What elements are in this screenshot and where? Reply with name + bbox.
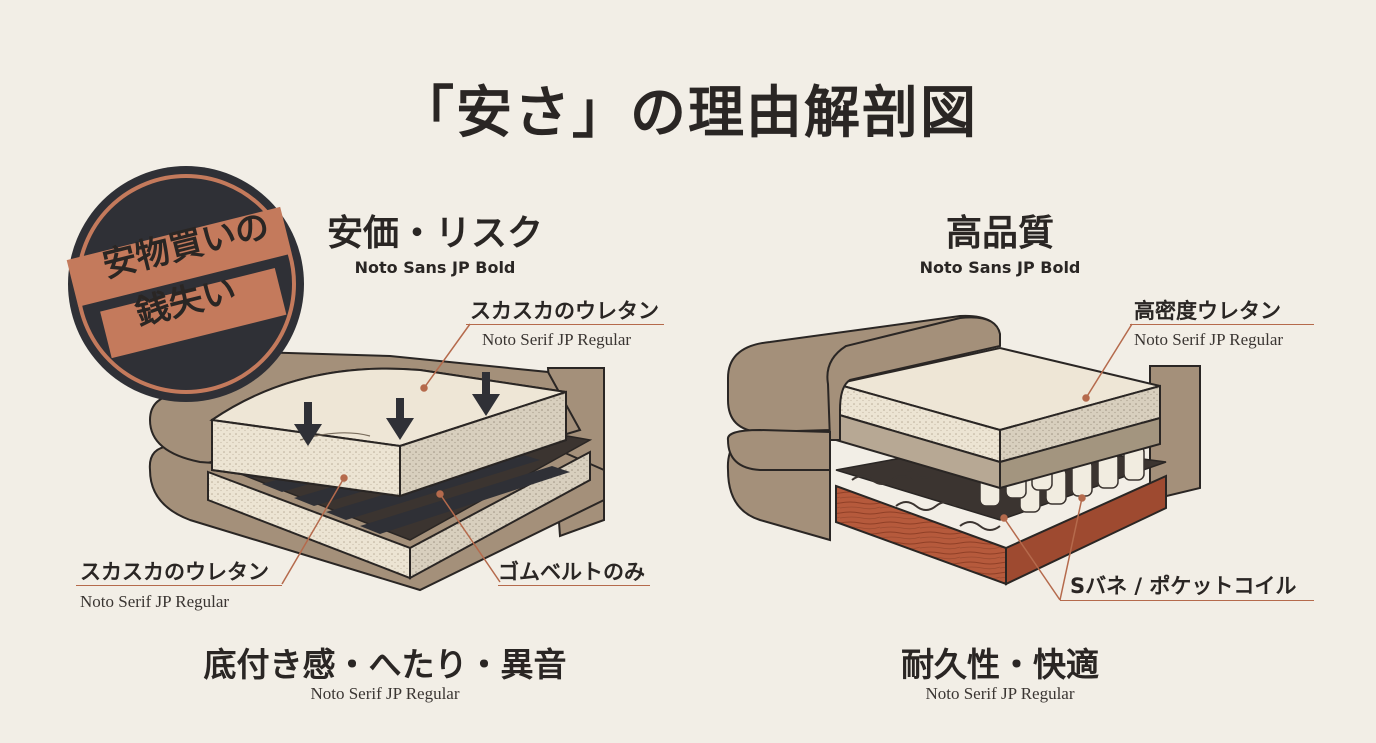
- right-label-top-rule: [1130, 324, 1314, 325]
- left-label-bottom-left: スカスカのウレタン: [80, 560, 269, 584]
- right-footer-font: Noto Serif JP Regular: [925, 684, 1075, 703]
- left-heading: 安価・リスク: [326, 213, 543, 254]
- right-label-top: 高密度ウレタン: [1134, 299, 1281, 323]
- left-footer-font: Noto Serif JP Regular: [310, 684, 460, 703]
- down-arrow-icon: [386, 398, 414, 440]
- cheap-sofa-illustration: [148, 350, 605, 592]
- warning-stamp-text: 安物買いの 銭失い: [66, 206, 306, 334]
- left-label-top-rule: [466, 324, 664, 325]
- left-label-top-font: Noto Serif JP Regular: [482, 330, 632, 349]
- left-label-top: スカスカのウレタン: [470, 299, 659, 323]
- right-leader-lines: [1000, 323, 1133, 601]
- left-label-bottom-right-rule: [498, 585, 650, 586]
- down-arrow-icon: [294, 402, 322, 446]
- left-leader-lines: [281, 323, 501, 585]
- left-footer: 底付き感・へたり・異音: [203, 645, 567, 684]
- right-label-bottom-rule: [1060, 600, 1314, 601]
- right-heading: 高品質: [945, 213, 1054, 254]
- right-heading-font: Noto Sans JP Bold: [919, 258, 1081, 277]
- down-arrow-icon: [472, 372, 500, 416]
- right-label-bottom: Sバネ / ポケットコイル: [1070, 574, 1297, 598]
- left-label-bottom-right: ゴムベルトのみ: [498, 560, 645, 584]
- left-label-bottom-left-rule: [76, 585, 282, 586]
- right-footer: 耐久性・快適: [901, 645, 1099, 684]
- warning-stamp: [66, 166, 304, 402]
- right-label-top-font: Noto Serif JP Regular: [1134, 330, 1284, 349]
- quality-sofa-illustration: [726, 314, 1201, 586]
- left-label-bottom-left-font: Noto Serif JP Regular: [80, 592, 230, 611]
- coil-spring-icon: [851, 469, 1001, 531]
- page-title: 「安さ」の理由解剖図: [398, 81, 978, 146]
- left-heading-font: Noto Sans JP Bold: [354, 258, 516, 277]
